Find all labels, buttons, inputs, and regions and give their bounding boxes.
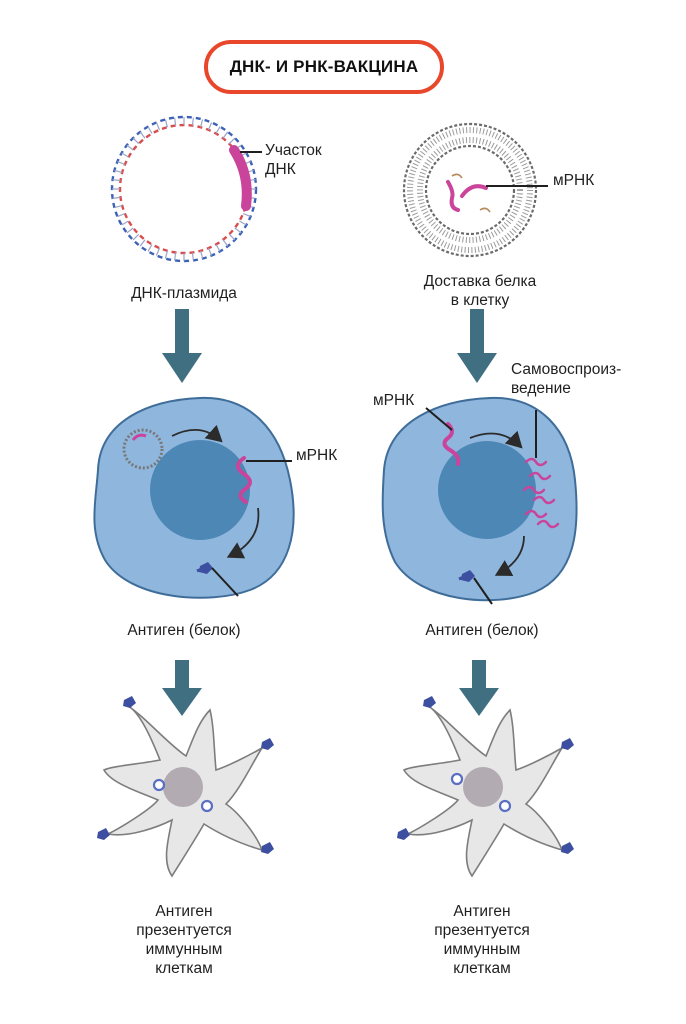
dna-rung	[126, 227, 134, 234]
dna-rung	[139, 131, 146, 139]
dna-rung	[117, 212, 126, 218]
dna-rung	[234, 227, 242, 234]
dna-region-label: Участок ДНК	[265, 141, 322, 179]
down-arrow-left-1	[162, 309, 202, 383]
delivery-label: Доставка белка в клетку	[400, 272, 560, 310]
dna-rung	[222, 131, 229, 139]
dna-rung	[147, 244, 153, 252]
dna-rung	[174, 252, 177, 261]
down-arrow-left-2	[162, 660, 202, 716]
presented-right-line3: иммунным	[443, 941, 521, 958]
dna-rung	[112, 179, 121, 182]
mrna-label-top-right: мРНК	[553, 172, 595, 189]
lipid-nanoparticle	[402, 122, 548, 258]
presented-left-line1: Антиген	[155, 903, 213, 920]
dna-rung	[114, 205, 123, 209]
cell-left	[93, 396, 295, 599]
antigen-protein-left	[196, 562, 213, 574]
dna-rung	[126, 144, 134, 151]
dna-rung	[121, 220, 129, 226]
dna-rung	[200, 119, 204, 128]
dna-rung	[191, 117, 194, 126]
plasmid-in-cell	[122, 428, 164, 470]
dendritic-cell-right	[397, 696, 574, 878]
antigen-label-left: Антиген (белок)	[127, 622, 241, 639]
dna-rung	[139, 239, 146, 247]
dna-rung	[207, 122, 213, 131]
dna-rung	[228, 137, 236, 145]
mrna-label-cell-right: мРНК	[373, 392, 415, 409]
selfrep-line2: ведение	[511, 380, 571, 397]
dna-region-label-line1: Участок	[265, 142, 322, 159]
dna-rung	[117, 160, 126, 166]
dna-rung	[191, 252, 194, 261]
down-arrow-right-1	[457, 309, 497, 383]
antigen-protein-right	[458, 570, 475, 582]
down-arrow-right-2	[459, 660, 499, 716]
presented-left-line4: клеткам	[155, 960, 213, 977]
presented-right-line2: презентуется	[434, 922, 530, 939]
presented-label-left: Антиген презентуется иммунным клеткам	[124, 902, 244, 978]
selfrep-label: Самовоспроиз- ведение	[511, 360, 621, 398]
dna-rung	[207, 247, 213, 256]
presented-right-line4: клеткам	[453, 960, 511, 977]
dna-rung	[121, 152, 129, 158]
dna-rung	[155, 122, 161, 131]
dendritic-cell-left	[97, 696, 274, 878]
dna-rung	[155, 247, 161, 256]
dna-rung	[215, 126, 221, 134]
delivery-line2: в клетку	[450, 292, 510, 309]
dna-rung	[164, 119, 168, 128]
dna-rung	[215, 244, 221, 252]
dna-rung	[164, 250, 168, 259]
dna-rung	[132, 137, 140, 145]
diagram-title: ДНК- И РНК-ВАКЦИНА	[229, 57, 419, 76]
mrna-strand-left	[236, 456, 252, 504]
dna-rung	[222, 239, 229, 247]
mrna-strand-right	[442, 422, 461, 466]
title-badge: ДНК- И РНК-ВАКЦИНА	[204, 40, 444, 94]
dna-rung	[200, 250, 204, 259]
dna-rung	[228, 233, 236, 241]
dna-rung	[174, 117, 177, 126]
dna-rung	[147, 126, 153, 134]
cell-right	[381, 396, 578, 605]
presented-left-line3: иммунным	[145, 941, 223, 958]
dna-region-label-line2: ДНК	[265, 161, 296, 178]
presented-left-line2: презентуется	[136, 922, 232, 939]
dna-plasmid	[110, 115, 262, 263]
dna-rung	[112, 196, 121, 199]
dna-rung	[239, 220, 247, 226]
dna-rung	[114, 169, 123, 173]
antigen-label-right: Антиген (белок)	[425, 622, 539, 639]
presented-right-line1: Антиген	[453, 903, 511, 920]
delivery-line1: Доставка белка	[423, 273, 537, 290]
selfrep-line1: Самовоспроиз-	[511, 361, 622, 378]
dna-rung	[242, 212, 251, 218]
plasmid-label: ДНК-плазмида	[131, 285, 237, 302]
replicated-mrna	[522, 457, 560, 529]
mrna-label-left: мРНК	[296, 447, 338, 464]
presented-label-right: Антиген презентуется иммунным клеткам	[422, 902, 542, 978]
dna-rung	[132, 233, 140, 241]
dna-region-segment	[229, 145, 252, 211]
